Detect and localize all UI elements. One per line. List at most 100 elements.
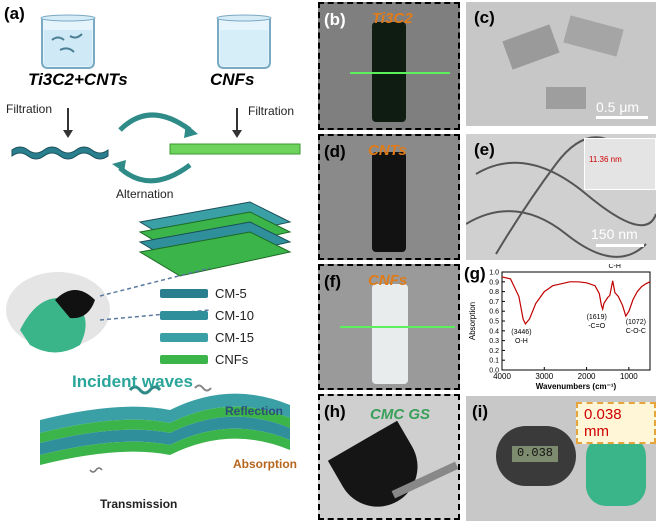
legend-item-cm15: CM-15 bbox=[160, 330, 255, 345]
panel-label-h: (h) bbox=[324, 402, 346, 421]
y-tick-label: 0.2 bbox=[489, 348, 499, 355]
legend-swatch bbox=[160, 289, 208, 298]
alternation-arrow-top bbox=[118, 112, 192, 133]
legend-item-cnfs: CNFs bbox=[160, 352, 249, 367]
ftir-chart-panel: 0.0 0.1 0.2 0.3 0.4 0.5 0.6 0.7 0.8 0.9 1.0 4000 300… bbox=[464, 254, 656, 392]
y-tick-label: 0.8 bbox=[489, 289, 499, 296]
filtration-right-label: Filtration bbox=[248, 104, 295, 118]
tem-panel-e: 11.36 nm (e) 150 nm bbox=[466, 134, 656, 260]
scale-bar-e bbox=[596, 244, 644, 247]
y-tick-label: 0.9 bbox=[489, 279, 499, 286]
legend-label: CNFs bbox=[215, 352, 249, 367]
panel-label-g: (g) bbox=[464, 264, 486, 284]
vial-black bbox=[372, 152, 406, 252]
scale-bar-c bbox=[596, 116, 648, 119]
y-tick-label: 0.4 bbox=[489, 328, 499, 335]
half-disc-sample bbox=[327, 420, 433, 518]
reflected-wave-icon bbox=[194, 384, 212, 392]
x-tick-label: 2000 bbox=[578, 372, 596, 381]
panel-label-e: (e) bbox=[474, 140, 495, 159]
y-tick-label: 1.0 bbox=[489, 270, 499, 277]
beaker-left bbox=[40, 14, 96, 69]
caption-h: CMC GS bbox=[370, 406, 430, 423]
flake bbox=[502, 24, 560, 70]
absorption-stack bbox=[40, 393, 290, 465]
nanotube-network bbox=[466, 136, 656, 258]
cnf-film bbox=[169, 143, 301, 155]
legend-label: CM-10 bbox=[215, 308, 255, 323]
legend-label: CM-15 bbox=[215, 330, 255, 345]
scale-label-c: 0.5 μm bbox=[596, 99, 640, 115]
caption-f: CNFs bbox=[368, 272, 408, 289]
beaker-right bbox=[216, 14, 272, 69]
black-sample bbox=[55, 290, 95, 319]
scale-label-e: 150 nm bbox=[591, 226, 638, 242]
absorption-label: Absorption bbox=[233, 457, 297, 471]
ti3c2-film bbox=[11, 146, 109, 160]
inset-image: 11.36 nm bbox=[584, 138, 656, 190]
x-axis-label: Wavenumbers (cm⁻¹) bbox=[536, 382, 617, 391]
laser-beam bbox=[350, 72, 450, 74]
gauge-display: 0.038 bbox=[512, 446, 558, 462]
alternation-label: Alternation bbox=[116, 187, 174, 201]
legend-swatch bbox=[160, 311, 208, 320]
layered-stack bbox=[138, 201, 292, 277]
legend-swatch bbox=[160, 333, 208, 342]
flake bbox=[563, 15, 624, 57]
photo-panel-f: (f) CNFs bbox=[318, 264, 460, 390]
y-tick-label: 0.6 bbox=[489, 309, 499, 316]
panel-label-d: (d) bbox=[324, 142, 346, 161]
legend-swatch bbox=[160, 355, 208, 364]
transmission-label: Transmission bbox=[100, 497, 178, 511]
panel-label-c: (c) bbox=[474, 8, 495, 27]
photo-panel-h: (h) CMC GS bbox=[318, 394, 460, 520]
schematic-drawing bbox=[6, 14, 301, 473]
y-tick-label: 0.5 bbox=[489, 319, 499, 326]
legend-label: CM-5 bbox=[215, 286, 247, 301]
transmitted-wave-icon bbox=[89, 467, 103, 473]
filtration-left-label: Filtration bbox=[6, 102, 53, 116]
peak-assignment: C-O-C bbox=[626, 328, 646, 335]
caption-d: CNTs bbox=[368, 142, 407, 159]
incident-waves-label: Incident waves bbox=[72, 372, 193, 391]
peak-annotation: (3446) bbox=[511, 329, 531, 336]
ftir-chart: 0.0 0.1 0.2 0.3 0.4 0.5 0.6 0.7 0.8 0.9 1.0 4000 300… bbox=[468, 254, 651, 391]
peak-assignment: -C=O bbox=[588, 323, 605, 330]
photo-panel-b: (b) Ti3C2 bbox=[318, 2, 460, 130]
panel-label-a: (a) bbox=[4, 4, 25, 23]
legend-item-cm5: CM-5 bbox=[160, 286, 247, 301]
y-tick-label: 0.0 bbox=[489, 368, 499, 375]
x-tick-label: 1000 bbox=[620, 372, 638, 381]
tem-panel-c: (c) 0.5 μm bbox=[466, 2, 656, 126]
panel-label-i: (i) bbox=[472, 402, 489, 421]
legend-item-cm10: CM-10 bbox=[160, 308, 255, 323]
y-tick-label: 0.3 bbox=[489, 338, 499, 345]
y-axis-label: Absorption bbox=[468, 302, 477, 340]
vial-clear bbox=[372, 284, 408, 384]
photo-panel-i: 0.038 0.038 mm (i) bbox=[466, 396, 656, 521]
gloved-hand bbox=[586, 436, 646, 506]
laser-beam bbox=[340, 326, 455, 328]
ftir-line bbox=[501, 276, 651, 326]
panel-a-schematic: (a) bbox=[0, 0, 315, 523]
inset-label: 11.36 nm bbox=[589, 155, 622, 164]
material-right-label: CNFs bbox=[210, 70, 255, 89]
x-tick-label: 4000 bbox=[493, 372, 511, 381]
thickness-callout: 0.038 mm bbox=[576, 402, 656, 444]
incident-wave-icon bbox=[128, 385, 162, 395]
peak-annotation: (1072) bbox=[626, 319, 646, 326]
photo-panel-d: (d) CNTs bbox=[318, 134, 460, 260]
y-tick-label: 0.7 bbox=[489, 299, 499, 306]
caption-b: Ti3C2 bbox=[372, 10, 413, 27]
panel-label-f: (f) bbox=[324, 272, 341, 291]
x-tick-label: 3000 bbox=[535, 372, 553, 381]
panel-label-b: (b) bbox=[324, 10, 346, 29]
peak-assignment: C-H bbox=[608, 264, 620, 270]
flake bbox=[546, 87, 586, 109]
material-left-label: Ti3C2+CNTs bbox=[28, 70, 128, 89]
reflection-label: Reflection bbox=[225, 404, 284, 418]
peak-annotation: (1619) bbox=[587, 314, 607, 321]
peak-assignment: O-H bbox=[515, 338, 528, 345]
alternation-arrow-bottom bbox=[118, 162, 192, 184]
y-tick-label: 0.1 bbox=[489, 358, 499, 365]
